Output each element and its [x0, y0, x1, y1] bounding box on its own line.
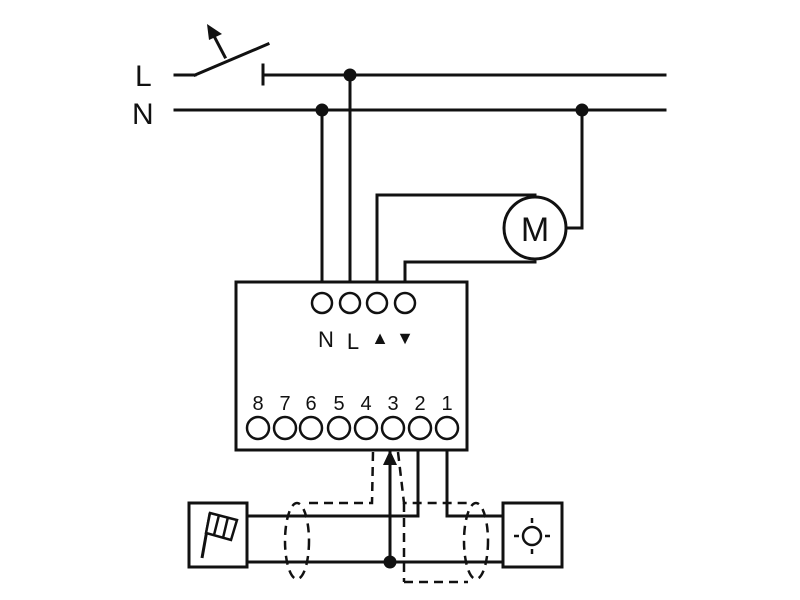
motor-up-wire: [375, 193, 537, 282]
terminal-up-label: ▲: [371, 328, 389, 348]
common-junction: [383, 555, 397, 569]
motor-down-wire: [403, 260, 537, 282]
top-terminal-block: [310, 291, 417, 315]
terminal-6-label: 6: [305, 393, 316, 415]
motor-neutral-wire: [565, 108, 584, 230]
motor-icon: [502, 195, 568, 261]
terminal-down-label: ▼: [396, 328, 414, 348]
manual-switch-icon: [173, 24, 270, 86]
phase-label: L: [135, 60, 152, 93]
motor-label: M: [521, 211, 549, 249]
terminal-3-label: 3: [387, 393, 398, 415]
terminal-2-wire: [245, 448, 420, 518]
terminal-4-label: 4: [360, 393, 371, 415]
terminal-1-label: 1: [441, 393, 452, 415]
terminal-3-arrow: [383, 450, 397, 465]
terminal-n-label: N: [318, 327, 334, 352]
sun-sensor-icon: [501, 501, 564, 569]
terminal-2-label: 2: [414, 393, 425, 415]
terminal-5-label: 5: [333, 393, 344, 415]
terminal-l-label: L: [347, 329, 359, 354]
terminal-8-label: 8: [252, 393, 263, 415]
cable-shield: [283, 451, 490, 584]
terminal-7-label: 7: [279, 393, 290, 415]
bottom-terminal-block: [245, 415, 460, 441]
wind-sensor-icon: [187, 501, 249, 569]
neutral-label: N: [132, 98, 154, 131]
terminal-1-wire: [445, 448, 505, 518]
